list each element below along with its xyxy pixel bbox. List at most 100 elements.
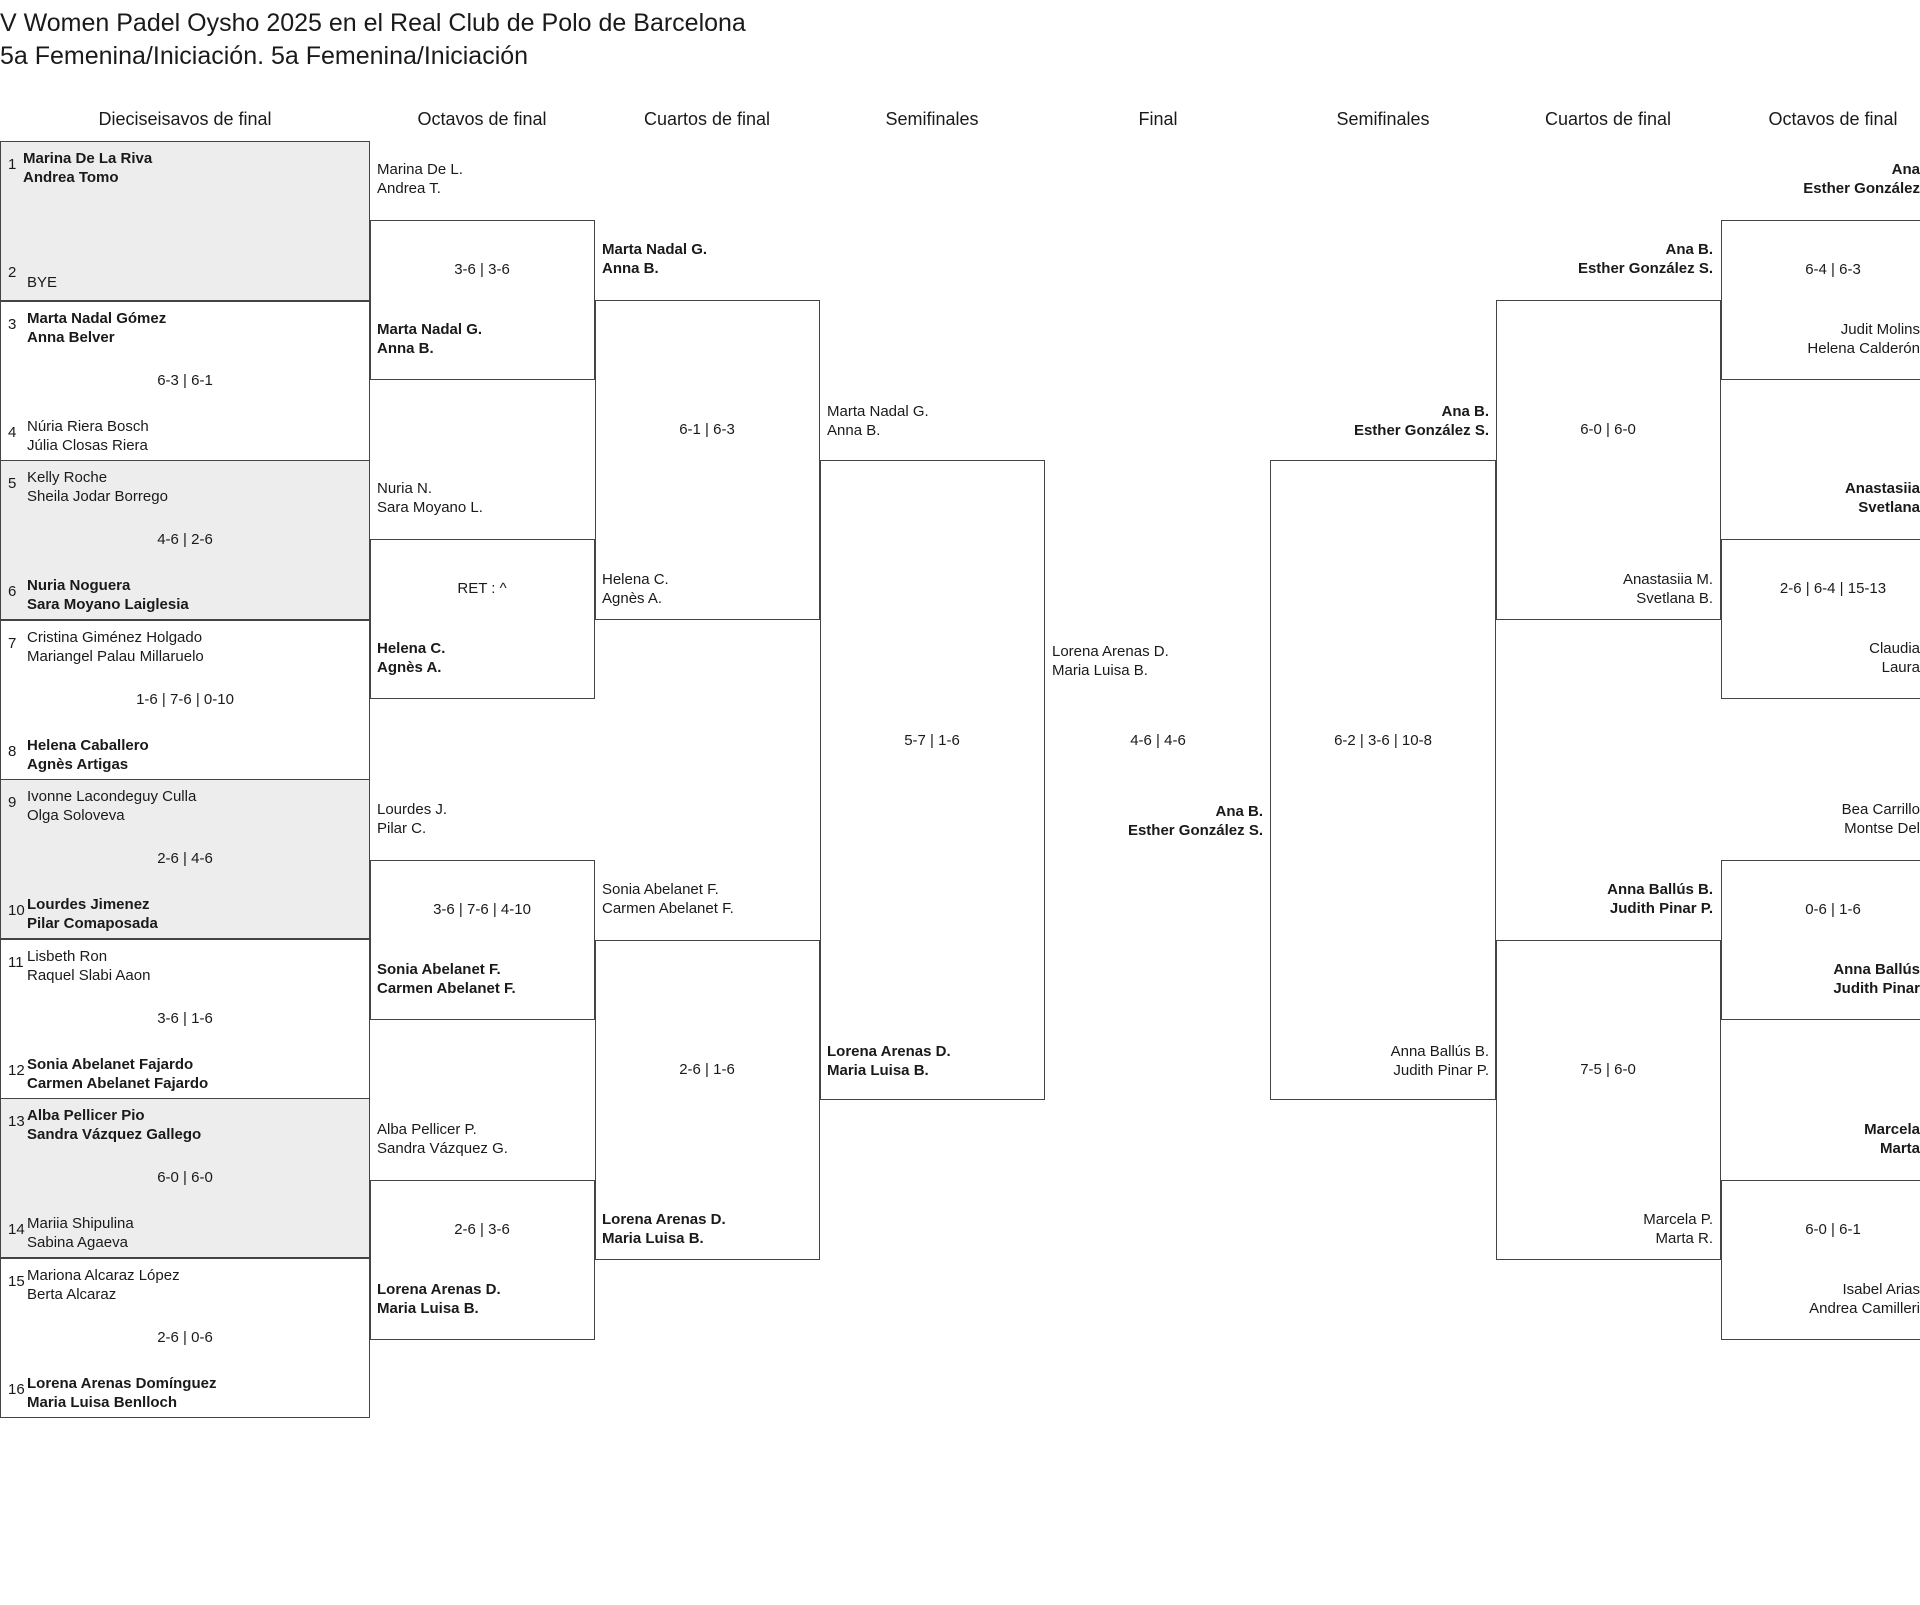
- player-name: Marina De La Riva: [23, 150, 153, 167]
- match-score: 6-0 | 6-1: [1805, 1221, 1861, 1238]
- seed-number: 7: [8, 634, 17, 652]
- category-title: 5a Femenina/Iniciación. 5a Femenina/Inic…: [0, 42, 529, 70]
- round16-match: [1721, 860, 1920, 1020]
- match-score: 2-6 | 3-6: [454, 1221, 510, 1238]
- match-score: 6-4 | 6-3: [1805, 261, 1861, 278]
- seed-number: 10: [8, 902, 25, 919]
- team-entry: Sonia Abelanet F.Carmen Abelanet F.: [377, 960, 516, 998]
- player-name: Anastasiia: [1844, 480, 1920, 497]
- first-round-match: [0, 1257, 370, 1418]
- player-name: Ana B.: [1441, 403, 1489, 420]
- player-name: Svetlana B.: [1636, 590, 1713, 607]
- player-name: Anna Ballús B.: [1607, 881, 1713, 898]
- quarterfinal-match: [595, 940, 820, 1260]
- player-name: Carmen Abelanet F.: [602, 900, 734, 917]
- team-entry: Marta Nadal G.Anna B.: [377, 320, 482, 358]
- seed-number: 4: [8, 423, 17, 441]
- player-name: Andrea Tomo: [23, 169, 119, 186]
- player-name: Marta Nadal G.: [827, 403, 929, 420]
- match-score: 2-6 | 1-6: [679, 1061, 735, 1078]
- round16-match: [370, 860, 595, 1020]
- seed-number: 6: [8, 583, 17, 600]
- player-name: Maria Luisa B.: [377, 1300, 479, 1317]
- match-score: 4-6 | 2-6: [157, 531, 213, 548]
- player-name: Svetlana: [1858, 499, 1920, 516]
- seed-number: 9: [8, 794, 17, 811]
- match-score: 2-6 | 4-6: [157, 850, 213, 867]
- player-name: Ana B.: [1665, 241, 1713, 258]
- player-name: Pilar Comaposada: [27, 915, 158, 932]
- player-name: Esther González S.: [1577, 260, 1713, 277]
- match-score: 6-3 | 6-1: [157, 371, 213, 389]
- player-name: Lorena Arenas Domínguez: [27, 1374, 217, 1392]
- round16-match: [1721, 1180, 1920, 1340]
- player-name: Alba Pellicer P.: [377, 1121, 477, 1138]
- team-entry: Marcela P.Marta R.: [1513, 1210, 1713, 1248]
- seed-number: 3: [8, 315, 17, 333]
- round-header: Octavos de final: [1768, 109, 1898, 129]
- player-name: Olga Soloveva: [27, 807, 125, 824]
- player-name: Sabina Agaeva: [27, 1234, 128, 1251]
- team-entry: Ana B. Esther González S.: [1513, 240, 1713, 278]
- player-name: Maria Luisa B.: [827, 1062, 929, 1079]
- player-name: Nuria Noguera: [27, 577, 131, 594]
- player-name: BYE: [27, 274, 58, 291]
- match-score: 6-1 | 6-3: [679, 421, 735, 438]
- player-name: Carmen Abelanet F.: [377, 980, 516, 997]
- player-name: Marcela: [1864, 1121, 1920, 1138]
- round16-match: [1721, 220, 1920, 380]
- player-name: Judith Pinar P.: [1609, 900, 1713, 917]
- player-name: Judith Pinar: [1833, 980, 1920, 997]
- player-name: Maria Luisa B.: [602, 1230, 704, 1247]
- round16-match: [370, 220, 595, 380]
- team-entry: Anastasiia M.Svetlana B.: [1513, 570, 1713, 608]
- seed-number: 1: [8, 156, 17, 173]
- quarterfinal-match: [1496, 940, 1721, 1260]
- first-round-match: [0, 141, 370, 301]
- match-score: 2-6 | 0-6: [157, 1328, 213, 1346]
- player-name: Judit Molins: [1840, 321, 1920, 338]
- quarterfinal-match: [595, 300, 820, 620]
- player-name: Sheila Jodar Borrego: [27, 488, 168, 505]
- player-name: Ana B.: [1215, 803, 1263, 820]
- player-name: Maria Luisa B.: [1052, 662, 1148, 679]
- seed-number: 11: [8, 953, 24, 971]
- player-name: Marcela P.: [1643, 1211, 1713, 1228]
- semifinal-match: [820, 460, 1045, 1100]
- player-name: Cristina Giménez Holgado: [27, 628, 203, 646]
- player-name: Esther González S.: [1353, 422, 1489, 439]
- player-name: Marta Nadal G.: [602, 241, 708, 258]
- player-name: Pilar C.: [377, 820, 427, 837]
- player-name: Andrea T.: [377, 180, 441, 197]
- player-name: Anna Belver: [27, 328, 115, 346]
- player-name: Raquel Slabi Aaon: [27, 966, 151, 984]
- first-round-match: [0, 460, 370, 620]
- player-name: Isabel Arias: [1842, 1281, 1920, 1298]
- player-name: Agnès A.: [602, 590, 663, 607]
- seed-number: 15: [8, 1272, 25, 1290]
- player-name: Lorena Arenas D.: [1052, 643, 1169, 660]
- player-name: Marta: [1879, 1140, 1920, 1157]
- player-name: Berta Alcaraz: [27, 1285, 117, 1303]
- player-name: Mariona Alcaraz López: [27, 1266, 180, 1284]
- player-name: Laura: [1881, 659, 1920, 676]
- player-name: Anna Ballús: [1833, 961, 1920, 978]
- player-name: Bea Carrillo: [1841, 801, 1920, 818]
- team-entry: BYE: [27, 273, 57, 292]
- team-entry: Anna Ballús B. Judith Pinar P.: [1513, 880, 1713, 918]
- player-name: Lourdes Jimenez: [27, 896, 150, 913]
